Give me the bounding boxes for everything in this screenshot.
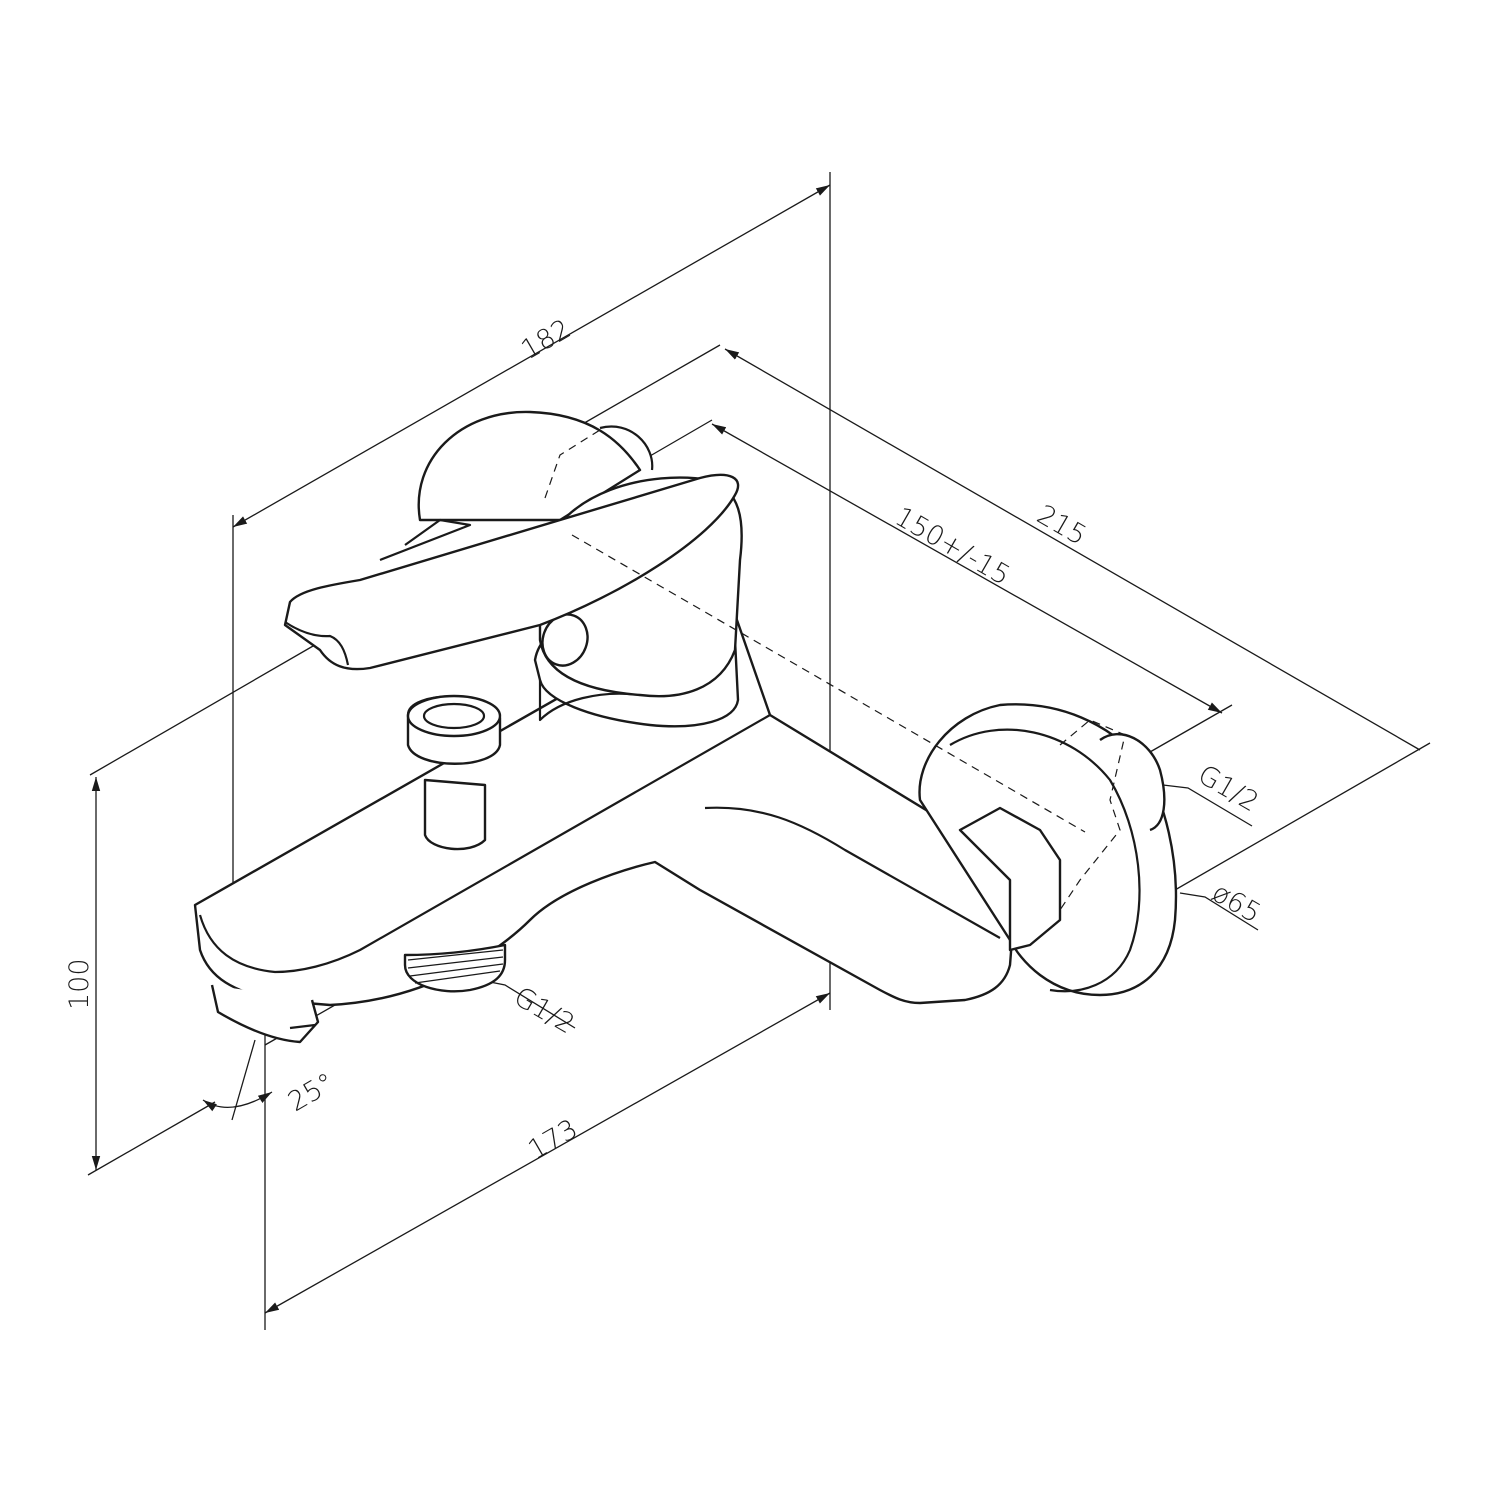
outlet-thread-label: G1/2 — [509, 981, 580, 1040]
dimension-angle: 25° — [202, 1067, 340, 1118]
dimension-150: 150+/-15 — [711, 423, 1223, 714]
main-body — [193, 598, 1019, 1007]
outlet-thread — [403, 943, 507, 993]
diverter-knob — [406, 694, 502, 851]
inlet-thread-label: G1/2 — [1193, 759, 1264, 818]
faucet-body — [193, 410, 1178, 1044]
leader-g12-outlet: G1/2 — [479, 979, 580, 1040]
dim-150-label: 150+/-15 — [890, 501, 1016, 592]
dim-182-label: 182 — [516, 313, 576, 366]
wall-flange — [918, 703, 1178, 997]
eccentric-nut — [958, 806, 1062, 952]
lever-handle — [283, 473, 740, 671]
flange-diameter-label: ø65 — [1207, 877, 1267, 929]
leader-g12-inlet: G1/2 — [1162, 759, 1264, 827]
dimension-100: 100 — [64, 777, 101, 1170]
dim-100-label: 100 — [64, 958, 95, 1010]
angle-25-label: 25° — [283, 1067, 340, 1118]
leader-o65: ø65 — [1179, 877, 1267, 931]
dim-173-label: 173 — [523, 1113, 583, 1166]
dimension-173: 173 — [264, 992, 831, 1314]
dimension-215: 215 — [724, 348, 1421, 751]
